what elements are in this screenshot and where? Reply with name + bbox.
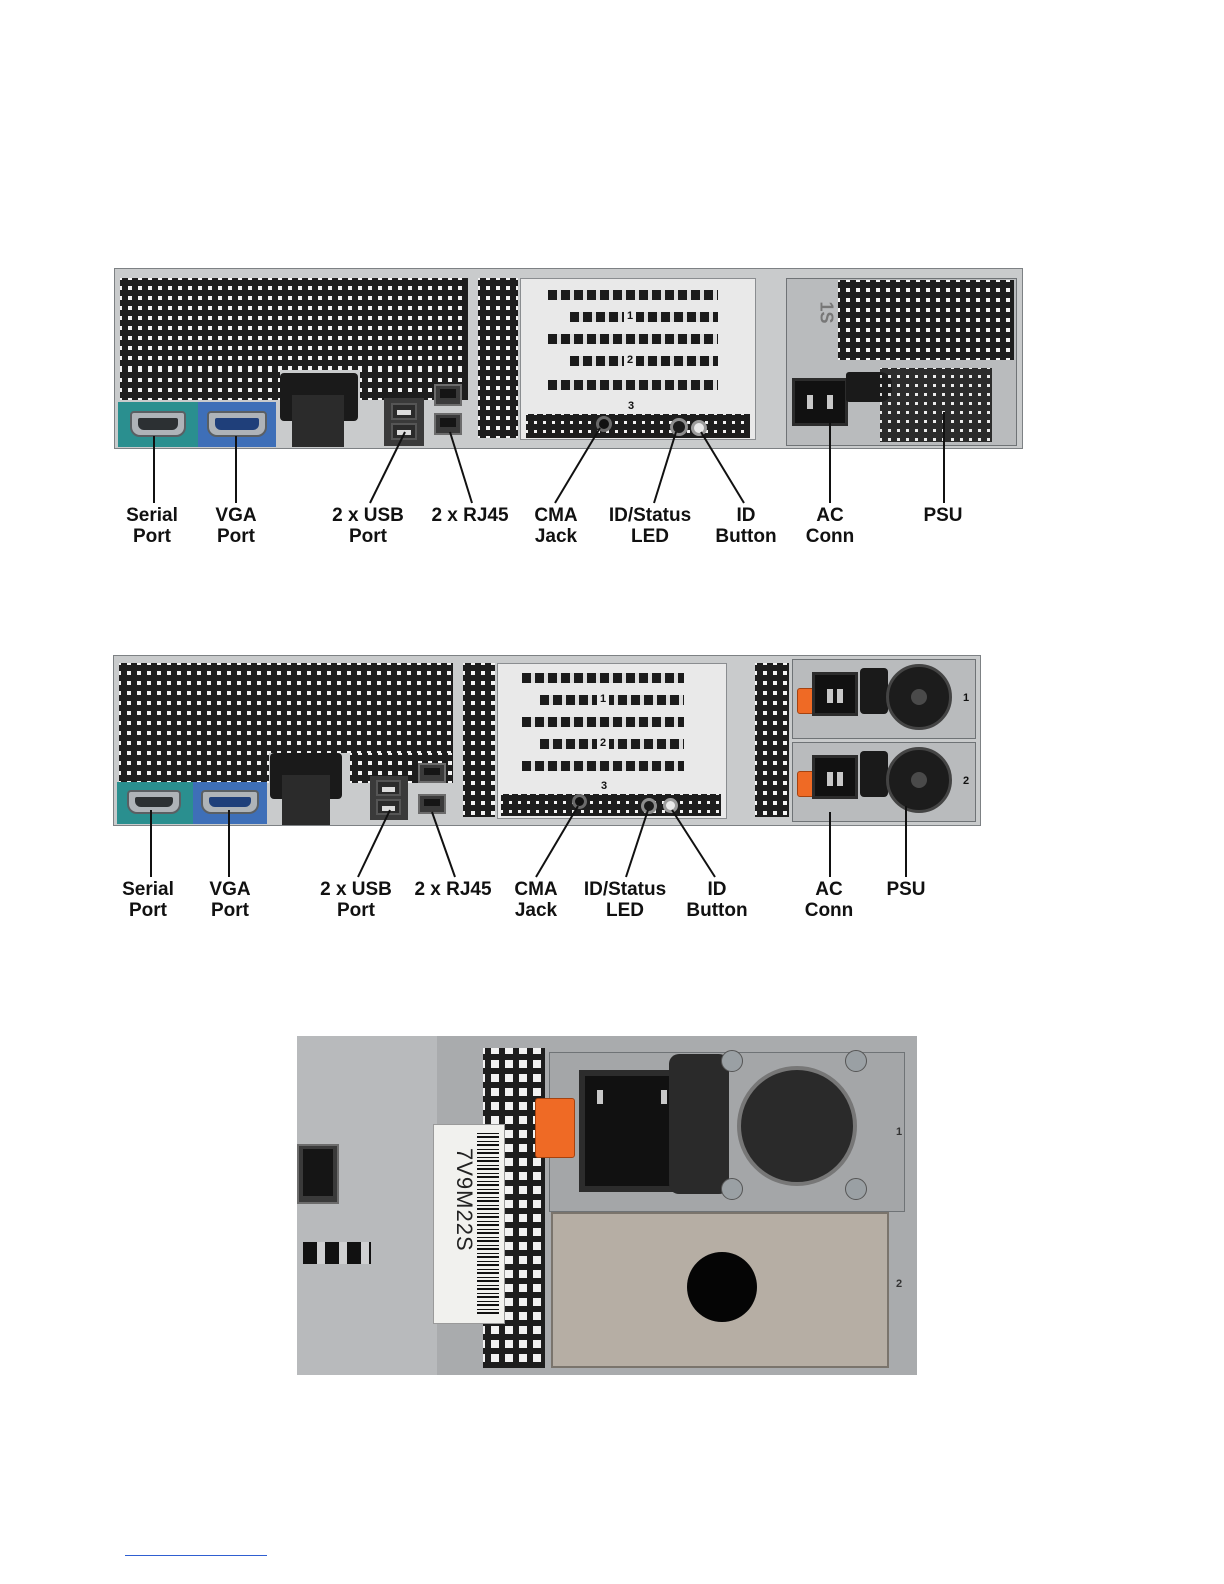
footer-link-underline — [125, 1555, 267, 1556]
label-cma-jack-2: CMA Jack — [496, 879, 576, 921]
photo-rj45-port — [297, 1144, 339, 1204]
slot-number-2-3: 3 — [598, 780, 610, 792]
photo-blank-plate-hole — [687, 1252, 757, 1322]
riser-vent-grid-2 — [463, 663, 495, 817]
photo-bay-number-1: 1 — [893, 1126, 905, 1138]
pci-slot-2-2 — [540, 739, 684, 749]
ac-connector-psu-2[interactable] — [812, 755, 858, 799]
left-vent-grid-2 — [119, 663, 453, 753]
label-serial-port-2: Serial Port — [106, 879, 190, 921]
label-id-status-led-2: ID/Status LED — [575, 879, 675, 921]
server-rear-diagram-dual-psu: 1 2 3 1 2 Serial Port VGA Port 2 x USB P… — [0, 0, 1224, 940]
photo-left-chassis — [297, 1036, 437, 1375]
usb-port-3[interactable] — [376, 780, 401, 796]
photo-cable-retainer — [669, 1054, 729, 1194]
photo-screw-3 — [721, 1178, 743, 1200]
pci-slot-2-1 — [540, 695, 684, 705]
cma-jack-2[interactable] — [572, 794, 587, 809]
psu-closeup-photo: 7V9M22S 1 2 — [297, 1036, 917, 1375]
right-vent-grid-2 — [755, 663, 789, 817]
label-ac-conn-2: AC Conn — [794, 879, 864, 921]
photo-service-tag: 7V9M22S — [451, 1148, 477, 1252]
serial-port-2[interactable] — [127, 790, 181, 814]
psu-1-fan — [886, 664, 952, 730]
label-rj45-2: 2 x RJ45 — [403, 879, 503, 900]
photo-screw-2 — [845, 1050, 867, 1072]
psu-bay-number-2: 2 — [960, 775, 972, 787]
pci-slot-2-2-top — [522, 717, 684, 727]
pci-slot-2-1-top — [522, 673, 684, 683]
photo-screw-4 — [845, 1178, 867, 1200]
usb-port-4[interactable] — [376, 799, 401, 815]
slot-number-2-2: 2 — [597, 737, 609, 749]
psu-1-cable-retainer — [860, 668, 888, 714]
lower-vent-grid-2 — [119, 753, 269, 783]
label-id-button-2: ID Button — [677, 879, 757, 921]
label-psu-2: PSU — [871, 879, 941, 900]
psu-bay-number-1: 1 — [960, 692, 972, 704]
label-vga-port-2: VGA Port — [188, 879, 272, 921]
cable-clip-body-2 — [282, 775, 330, 825]
rj45-port-4[interactable] — [418, 794, 446, 814]
id-status-led-2 — [641, 798, 657, 814]
pci-slot-2-3 — [522, 761, 684, 771]
photo-barcode — [477, 1132, 499, 1314]
photo-bay-number-2: 2 — [893, 1278, 905, 1290]
photo-fan-grille — [737, 1066, 857, 1186]
psu-2-cable-retainer — [860, 751, 888, 797]
label-usb-port-2: 2 x USB Port — [306, 879, 406, 921]
rj45-port-3[interactable] — [418, 763, 446, 783]
slot-number-2-1: 1 — [597, 693, 609, 705]
photo-screw-1 — [721, 1050, 743, 1072]
psu-2-fan — [886, 747, 952, 813]
photo-psu-latch — [535, 1098, 575, 1158]
photo-slot-holes — [303, 1242, 371, 1264]
ac-connector-psu-1[interactable] — [812, 672, 858, 716]
vga-port-2[interactable] — [201, 790, 259, 814]
id-button-2[interactable] — [663, 798, 678, 813]
bottom-vent-grid-2 — [501, 794, 721, 816]
